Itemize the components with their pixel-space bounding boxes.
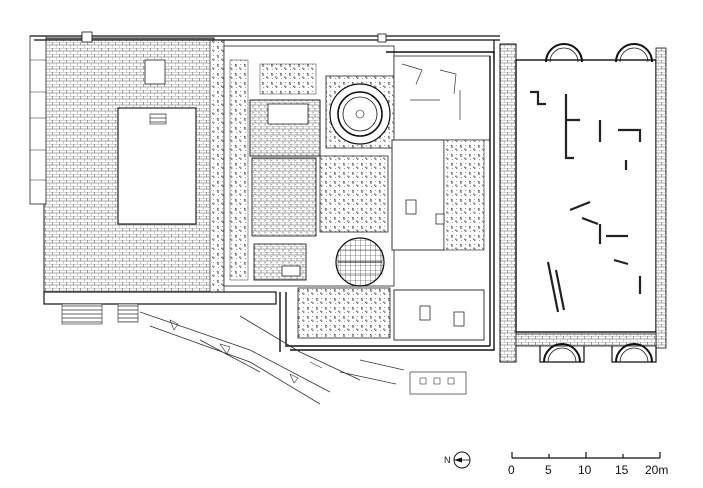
scale-bar: 0 5 10 15 20m (508, 452, 668, 477)
southwest-ruins (139, 311, 405, 405)
east-hall (499, 43, 667, 363)
north-arrow: N (444, 451, 471, 469)
south-rooms (297, 287, 485, 395)
east-central-rooms (391, 55, 491, 251)
circular-rotunda (325, 75, 397, 149)
scale-tick-label: 15 (615, 463, 629, 477)
circular-basin (335, 237, 385, 287)
central-rooms (223, 45, 395, 287)
north-label: N (444, 455, 451, 465)
south-corridor-wall (43, 291, 277, 325)
west-courtyard (29, 35, 225, 297)
central-enclosure-wall (279, 51, 495, 352)
scale-tick-label: 20m (645, 463, 668, 477)
wall-pier (81, 31, 93, 43)
scale-tick-label: 5 (545, 463, 552, 477)
scale-tick-label: 10 (578, 463, 592, 477)
wall-pier (377, 33, 387, 43)
scale-tick-label: 0 (508, 463, 515, 477)
